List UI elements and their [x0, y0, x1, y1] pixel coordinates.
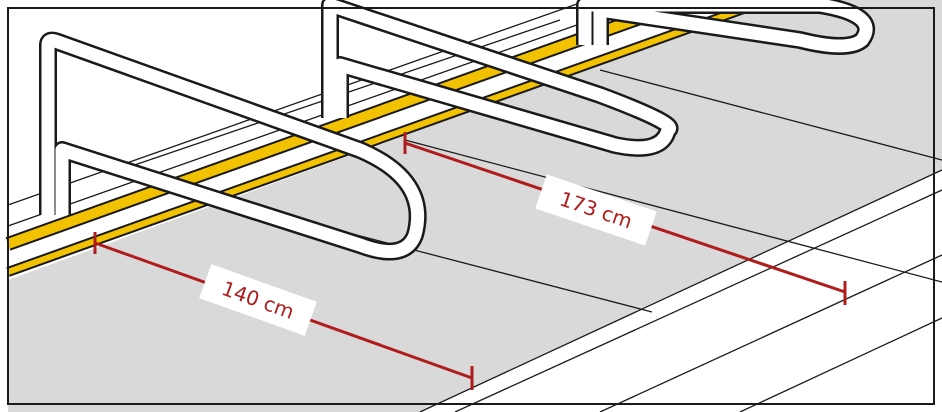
frame-border [7, 7, 935, 405]
bike-rack-left [39, 31, 427, 261]
dimension-left-label-box [199, 264, 317, 336]
dimension-right-label-box [535, 174, 657, 246]
curb-lines [419, 169, 942, 412]
bike-rack-middle [321, 0, 679, 157]
